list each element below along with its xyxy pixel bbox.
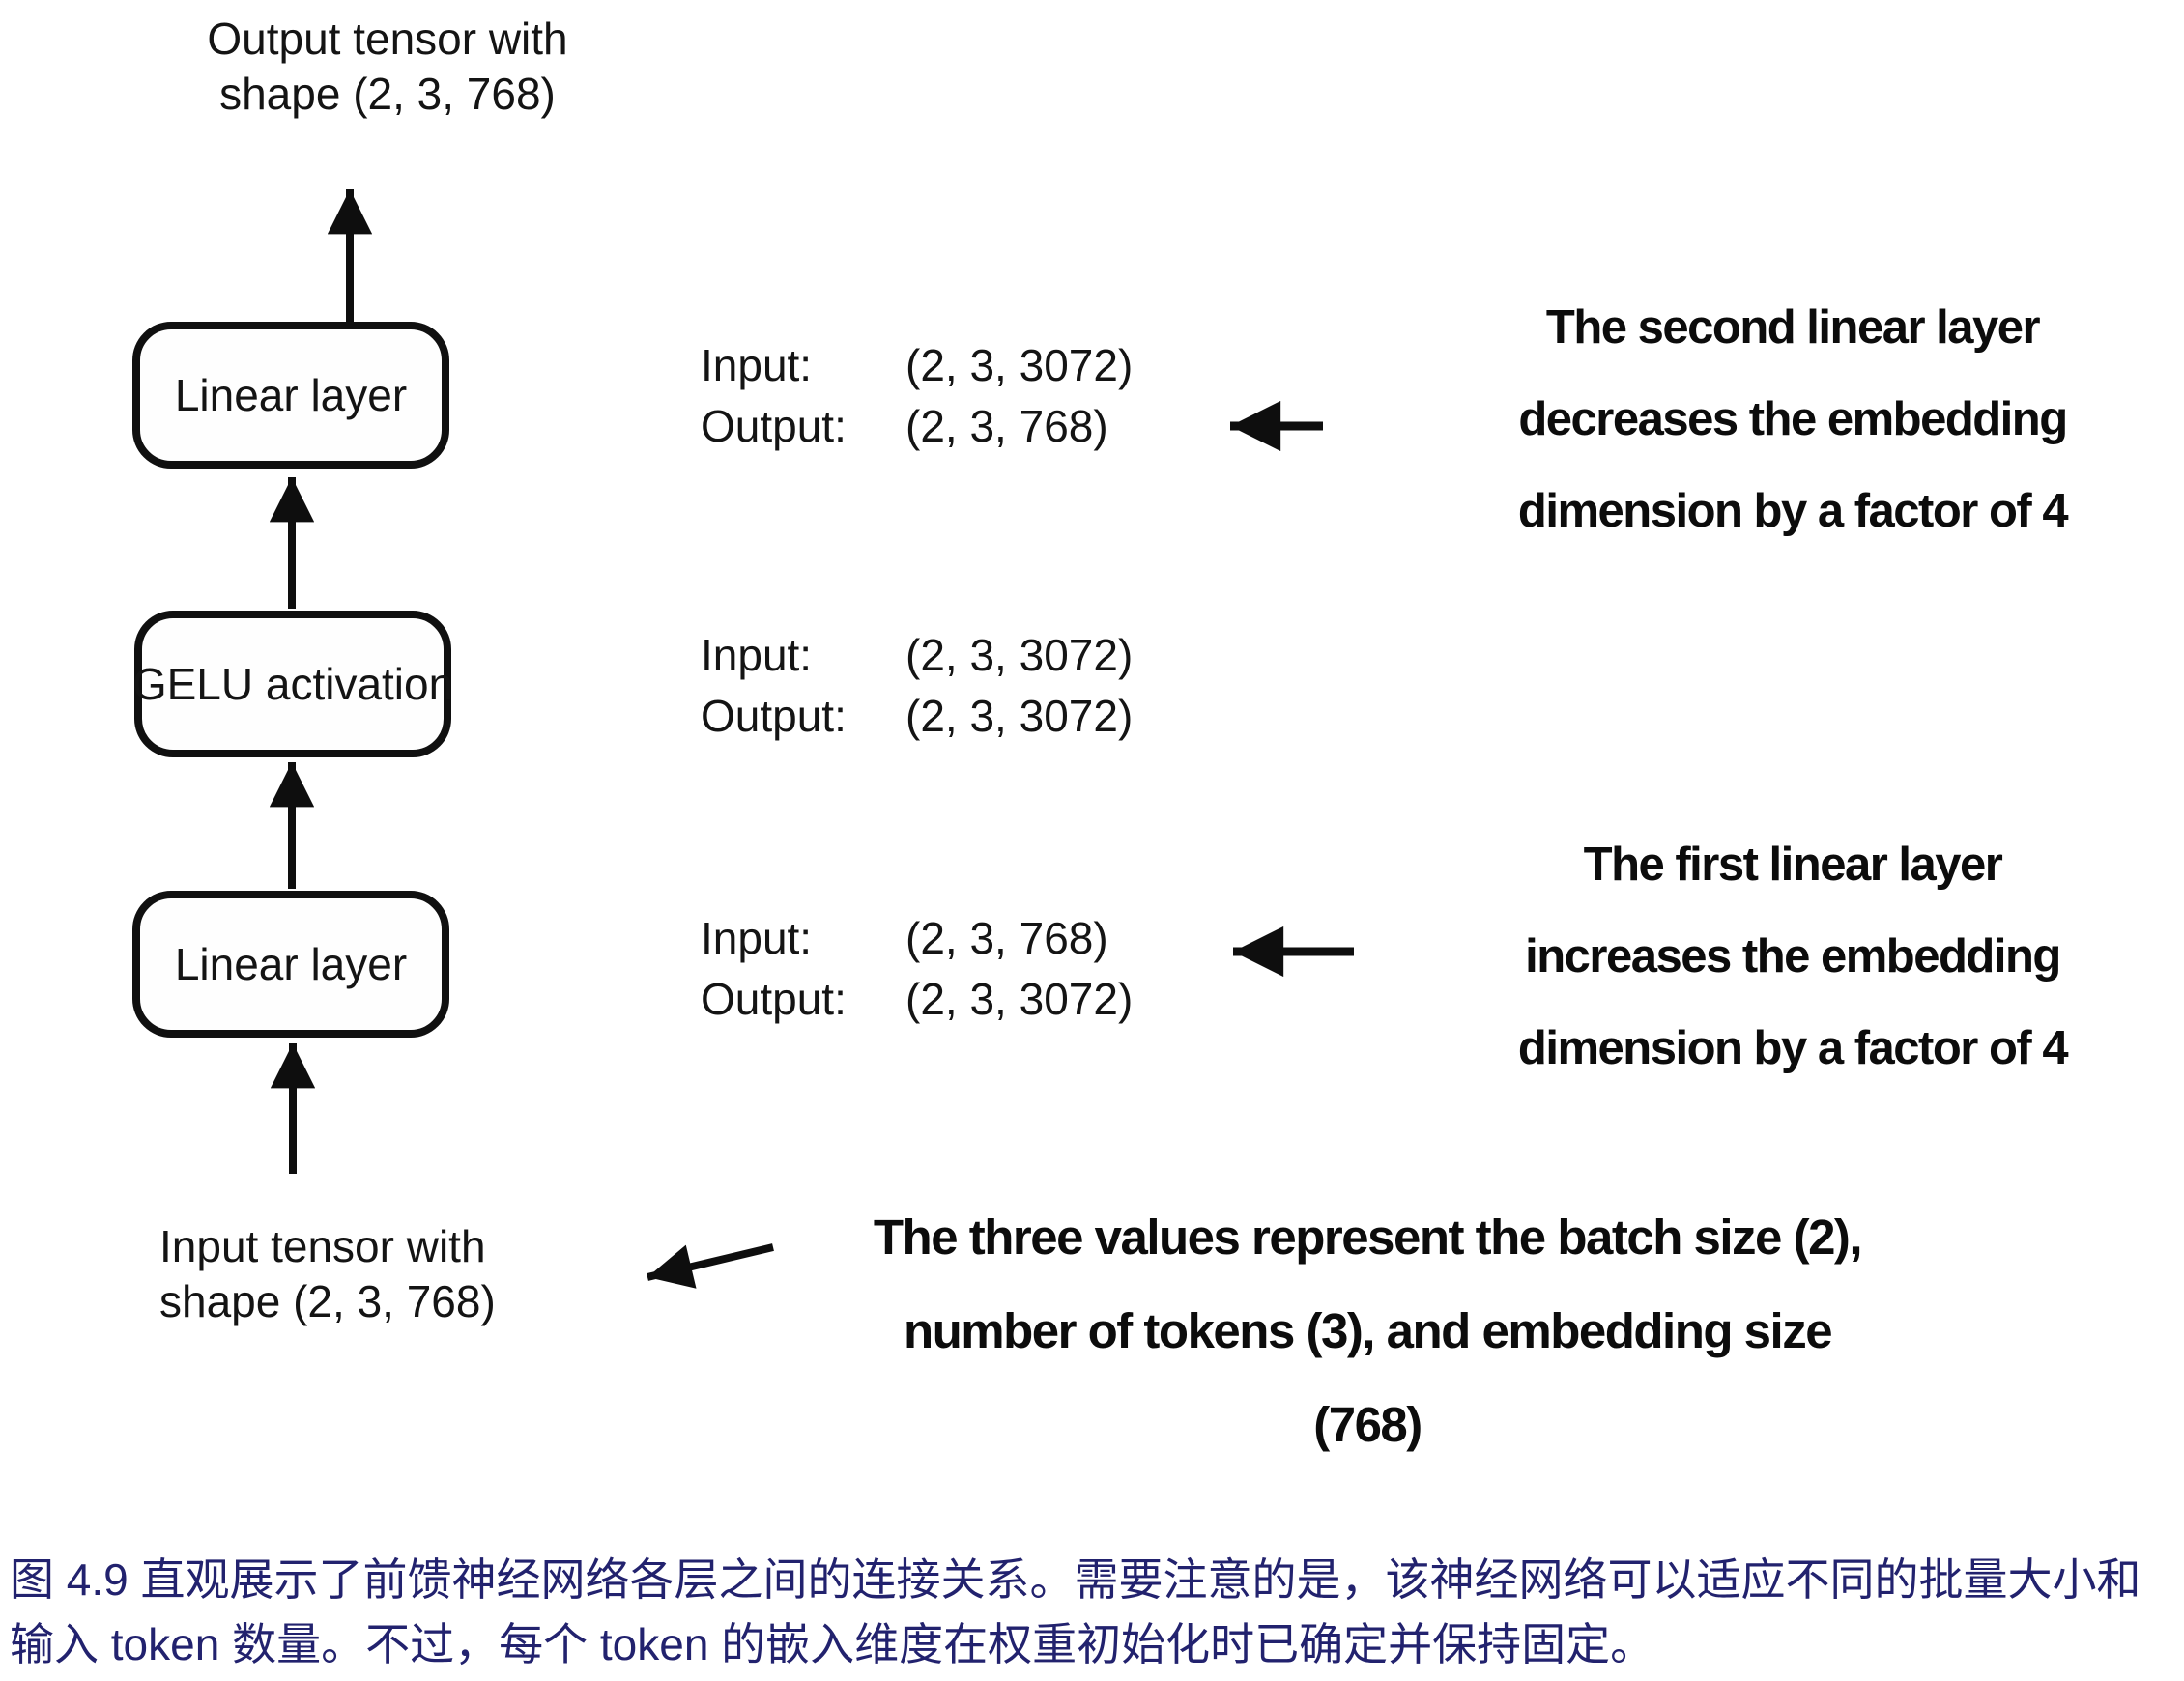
input-tensor-line2: shape (2, 3, 768) [159,1276,496,1326]
top-linear-io: Input: (2, 3, 3072) Output: (2, 3, 768) [701,339,1133,452]
output-tensor-line1: Output tensor with [207,14,568,64]
bottom-linear-layer-box: Linear layer [132,891,449,1038]
input-tensor-line1: Input tensor with [159,1221,486,1271]
figure-caption-line1: 图 4.9 直观展示了前馈神经网络各层之间的连接关系。需要注意的是，该神经网络可… [10,1554,2141,1605]
gelu-io: Input: (2, 3, 3072) Output: (2, 3, 3072) [701,629,1133,742]
annotation-line: dimension by a factor of 4 [1517,1022,2069,1074]
figure-caption: 图 4.9 直观展示了前馈神经网络各层之间的连接关系。需要注意的是，该神经网络可… [10,1548,2182,1677]
gelu-activation-box: GELU activation [131,611,454,757]
io-output-value: (2, 3, 3072) [905,691,1134,741]
annotation-line: The second linear layer [1545,301,2041,354]
io-output-label: Output: [701,401,847,451]
io-input-value: (2, 3, 768) [905,913,1108,963]
bottom-linear-io: Input: (2, 3, 768) Output: (2, 3, 3072) [701,912,1133,1025]
io-input-value: (2, 3, 3072) [905,630,1134,680]
io-input-value: (2, 3, 3072) [905,340,1134,390]
output-tensor-label: Output tensor with shape (2, 3, 768) [145,12,630,122]
io-input-label: Input: [701,340,813,390]
annotation-line: number of tokens (3), and embedding size [903,1303,1833,1358]
annotation-line: increases the embedding [1525,930,2061,983]
annotation-tensor-values: The three values represent the batch siz… [817,1190,1918,1471]
input-tensor-label: Input tensor with shape (2, 3, 768) [159,1219,496,1329]
io-output-label: Output: [701,691,847,741]
io-output-value: (2, 3, 3072) [905,974,1134,1024]
io-output-value: (2, 3, 768) [905,401,1108,451]
annotation-line: (768) [1313,1397,1422,1452]
annotation-line: dimension by a factor of 4 [1517,485,2069,537]
figure-caption-line2: 输入 token 数量。不过，每个 token 的嵌入维度在权重初始化时已确定并… [10,1619,1655,1669]
top-linear-layer-label: Linear layer [174,370,408,420]
annotation-second-linear: The second linear layer decreases the em… [1474,282,2112,557]
bottom-linear-layer-label: Linear layer [174,939,408,989]
annotation-line: The first linear layer [1583,839,2003,891]
io-output-label: Output: [701,974,847,1024]
gelu-activation-label: GELU activation [131,659,454,709]
io-input-label: Input: [701,913,813,963]
annotation-first-linear: The first linear layer increases the emb… [1474,819,2112,1095]
arrow-tensor-annotation-icon [647,1243,774,1289]
io-input-label: Input: [701,630,813,680]
annotation-line: The three values represent the batch siz… [873,1210,1863,1265]
top-linear-layer-box: Linear layer [132,322,449,469]
output-tensor-line2: shape (2, 3, 768) [219,69,556,119]
annotation-line: decreases the embedding [1518,393,2068,445]
